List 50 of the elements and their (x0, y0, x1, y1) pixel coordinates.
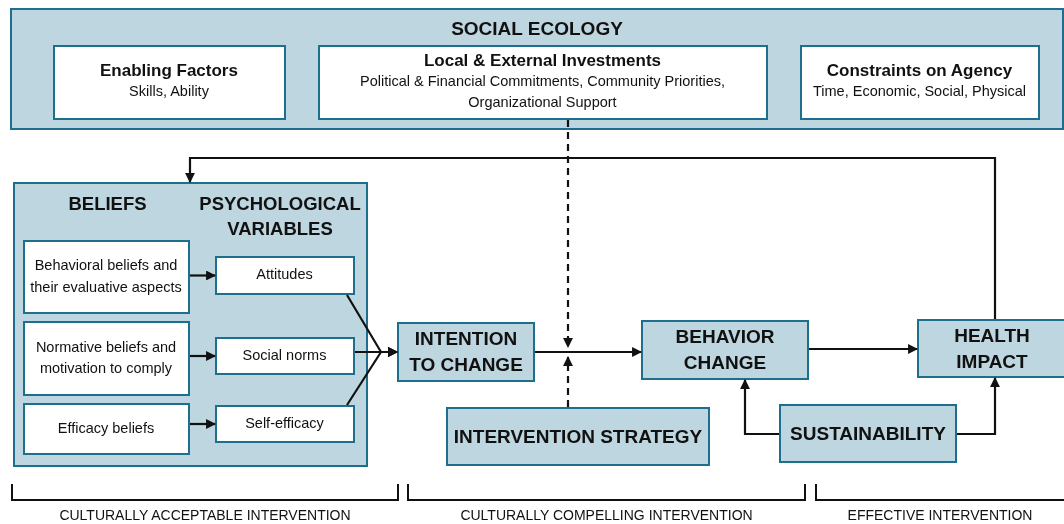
box-text: Attitudes (255, 265, 314, 285)
social-ecology-band (10, 8, 1064, 130)
stage-label: INTENTION TO CHANGE (408, 327, 524, 377)
belief-box (22, 320, 190, 396)
box-text: Behavioral beliefs and their evaluative aspects (29, 256, 183, 297)
arrow (740, 379, 779, 436)
arrow (346, 347, 398, 406)
arrow (535, 347, 642, 357)
box-text: Skills, Ability (128, 82, 210, 102)
stage-box (397, 322, 535, 382)
factor-box (317, 44, 768, 120)
arrow (185, 156, 997, 319)
stage-label: INTERVENTION STRATEGY (452, 424, 704, 449)
belief-box (22, 239, 190, 314)
beliefs-panel (13, 182, 368, 467)
box-text: Social norms (241, 346, 328, 365)
panel-heading: BELIEFS (67, 192, 148, 216)
dashed-arrow (563, 120, 573, 348)
phase-label: EFFECTIVE INTERVENTION (846, 507, 1034, 523)
box-text: Time, Economic, Social, Physical (812, 82, 1027, 102)
box-heading: Enabling Factors (99, 61, 239, 82)
belief-box (214, 255, 355, 295)
box-text: Self-efficacy (244, 414, 325, 433)
arrow (190, 419, 216, 429)
arrow (957, 377, 1000, 436)
box-heading: Constraints on Agency (825, 61, 1014, 82)
phase-label: CULTURALLY ACCEPTABLE INTERVENTION (58, 507, 352, 523)
belief-box (22, 402, 190, 455)
box-heading: Local & External Investments (422, 51, 663, 71)
arrow (190, 351, 216, 361)
box-text: Normative beliefs and motivation to comply (34, 338, 178, 378)
dashed-arrow (563, 356, 573, 407)
factor-box (799, 44, 1040, 120)
belief-box (214, 404, 355, 443)
stage-box (917, 319, 1064, 378)
phase-label: CULTURALLY COMPELLING INTERVENTION (459, 507, 754, 523)
stage-label: SUSTAINABILITY (789, 421, 947, 446)
arrow (809, 344, 918, 354)
stage-label: HEALTH IMPACT (953, 323, 1031, 374)
belief-box (214, 336, 355, 375)
band-title: SOCIAL ECOLOGY (450, 17, 624, 41)
stage-box (779, 404, 957, 463)
factor-box (52, 44, 286, 120)
box-text: Political & Financial Commitments, Community Priorities, Organizational Support (359, 72, 726, 112)
box-text: Efficacy beliefs (56, 419, 156, 438)
arrow (190, 270, 216, 281)
stage-box (446, 407, 710, 466)
stage-box (641, 320, 809, 380)
stage-label: BEHAVIOR CHANGE (674, 325, 776, 375)
panel-heading: PSYCHOLOGICAL VARIABLES (198, 192, 362, 241)
